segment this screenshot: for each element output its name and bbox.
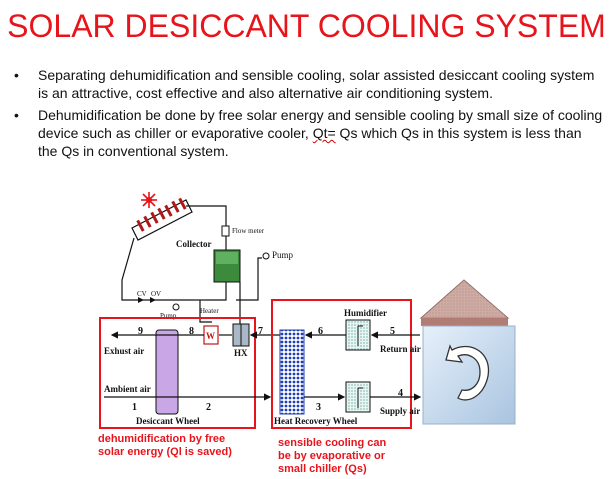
point-4: 4: [398, 388, 403, 399]
air-flow-lines-right: [304, 331, 422, 401]
right-caption-line-3: small chiller (Qs): [278, 463, 367, 475]
collector-label: Collector: [176, 239, 211, 249]
humidifier-bottom: [345, 381, 371, 413]
humidifier-top: [345, 319, 371, 351]
cv-label: CV: [137, 290, 147, 298]
exhaust-air-label: Exhust air: [104, 346, 144, 356]
right-caption-line-2: be by evaporative or: [278, 450, 386, 462]
heater-symbol: W: [206, 331, 215, 341]
sun-icon: [141, 192, 157, 208]
point-5: 5: [390, 326, 395, 337]
house-icon: [419, 279, 516, 425]
hx-label: HX: [234, 348, 248, 358]
valve-icon: [138, 297, 156, 303]
bullet-list: • Separating dehumidification and sensib…: [14, 66, 604, 164]
sensible-cooling-section: [271, 299, 412, 429]
dehumidification-section: [99, 317, 256, 429]
pump-left-label: Pump: [160, 312, 177, 320]
left-caption-line-1: dehumidification by free: [98, 433, 225, 445]
heat-recovery-wheel-label: Heat Recovery Wheel: [274, 416, 358, 426]
bullet-text-post: Qs which Qs in this system is less than …: [38, 125, 582, 159]
air-flow-lines: [104, 331, 280, 401]
flow-meter: [221, 225, 230, 237]
heater-label: Heater: [200, 307, 219, 315]
point-6: 6: [318, 326, 323, 337]
bullet-marker: •: [14, 107, 19, 123]
humidifier-label: Humidifier: [344, 308, 387, 318]
right-caption-line-1: sensible cooling can: [278, 437, 386, 449]
flow-meter-label: Flow meter: [232, 227, 265, 235]
left-caption-line-2: solar energy (Ql is saved): [98, 446, 232, 458]
ambient-air-label: Ambient air: [104, 384, 151, 394]
solar-collector: [131, 197, 193, 241]
storage-tank: [213, 249, 241, 283]
pump-icon: [262, 252, 270, 260]
equation-text: Qt=: [312, 125, 336, 141]
heat-recovery-wheel: [279, 329, 305, 415]
bullet-marker: •: [14, 67, 19, 83]
point-3: 3: [316, 402, 321, 413]
heat-exchanger: [232, 323, 250, 347]
slide-title: SOLAR DESICCANT COOLING SYSTEM: [7, 8, 606, 44]
return-air-label: Return air: [380, 344, 421, 354]
pump-top-label: Pump: [272, 250, 294, 260]
supply-air-label: Supply air: [380, 406, 420, 416]
bullet-item-2: • Dehumidification be done by free solar…: [14, 106, 604, 160]
point-1: 1: [132, 402, 137, 413]
bullet-text-pre: Dehumidification be done by free solar e…: [38, 107, 603, 141]
desiccant-wheel-label: Desiccant Wheel: [136, 416, 200, 426]
bullet-text: Separating dehumidification and sensible…: [38, 67, 595, 101]
point-7: 7: [258, 326, 263, 337]
pump-left-icon: [172, 303, 180, 311]
point-2: 2: [206, 402, 211, 413]
ov-label: OV: [151, 290, 161, 298]
point-9: 9: [138, 326, 143, 337]
bullet-item-1: • Separating dehumidification and sensib…: [14, 66, 604, 102]
desiccant-wheel: [155, 329, 179, 415]
point-8: 8: [189, 326, 194, 337]
